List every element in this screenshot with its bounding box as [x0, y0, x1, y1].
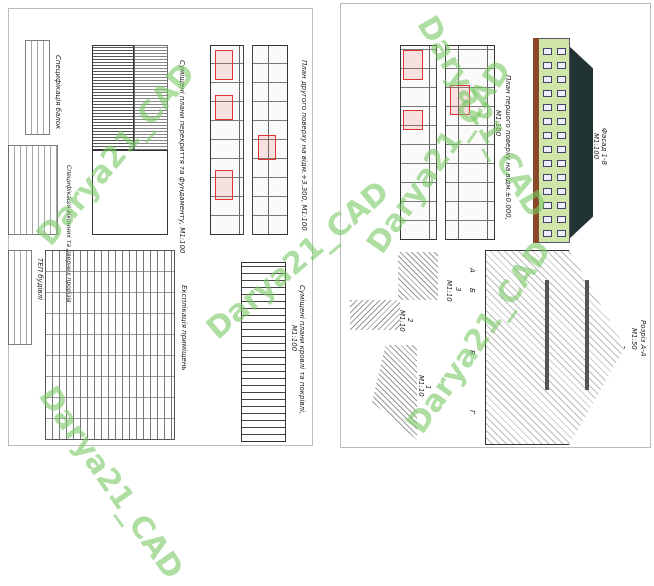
room-highlight: [403, 50, 423, 80]
facade-window: [557, 202, 566, 209]
section-scale: М1:50: [630, 328, 638, 350]
room-highlight: [450, 85, 470, 115]
room-highlight: [403, 110, 423, 130]
detail-1-scale: М1:10: [417, 375, 425, 397]
room-highlight: [258, 135, 276, 160]
second-floor-title: План другого поверху на відм.+3.300, М1:…: [300, 60, 308, 231]
first-floor-plan: [400, 45, 495, 240]
section-wall: [545, 280, 549, 390]
facade-window: [557, 48, 566, 55]
facade-window: [543, 174, 552, 181]
detail-2-number: 2: [406, 318, 414, 323]
tep-title: ТЕП будівлі: [36, 258, 44, 300]
room-highlight: [215, 50, 233, 80]
first-floor-title: План першого поверху на відм.±0.000,: [504, 75, 512, 220]
facade-window: [557, 62, 566, 69]
facade-window: [557, 216, 566, 223]
facade-window: [557, 230, 566, 237]
facade-window: [543, 132, 552, 139]
facade-window: [557, 174, 566, 181]
facade-window: [543, 62, 552, 69]
explication-table: [45, 250, 175, 440]
roof-plan-title: Суміщені плани кровлі та покрівлі,: [298, 285, 306, 415]
facade-window: [543, 146, 552, 153]
corridor: [243, 45, 253, 235]
floor-framing-plan: [92, 45, 134, 150]
floor-framing-plan-2: [134, 45, 168, 150]
facade-scale: М1:100: [592, 133, 600, 160]
detail-2-drawing: [350, 300, 400, 330]
facade-window: [557, 132, 566, 139]
roof-plan-scale: М1:100: [290, 325, 298, 352]
facade-window: [543, 90, 552, 97]
section-wall: [585, 280, 589, 390]
tep-table: [8, 250, 32, 345]
corridor: [436, 45, 446, 240]
detail-3-scale: М1:10: [445, 280, 453, 302]
facade-window: [543, 76, 552, 83]
room-highlight: [215, 95, 233, 120]
explication-title: Експлікація приміщень: [180, 285, 188, 371]
detail-3-number: 3: [454, 287, 462, 292]
detail-2-scale: М1:10: [398, 310, 406, 332]
facade-window: [543, 104, 552, 111]
section-title: Розріз А-А: [639, 320, 647, 357]
facade-window: [557, 188, 566, 195]
window-spec-table: [8, 145, 58, 235]
facade-window: [543, 160, 552, 167]
detail-3-drawing: [398, 252, 438, 300]
detail-1-number: 1: [424, 385, 432, 390]
facade-window: [543, 118, 552, 125]
facade-window: [557, 118, 566, 125]
beam-spec-table: [25, 40, 50, 135]
foundation-plan: [92, 150, 168, 235]
foundation-plan-title: Суміщені плани перекриття та фундаменту,…: [178, 60, 186, 254]
facade-window: [557, 146, 566, 153]
facade-window: [557, 76, 566, 83]
facade-base: [533, 38, 539, 243]
room-highlight: [215, 170, 233, 200]
facade-title: Фасад 1-8: [600, 128, 608, 165]
facade-window: [557, 104, 566, 111]
beam-spec-title: Специфікація балок: [54, 55, 62, 130]
first-floor-scale: М1:100: [494, 110, 502, 137]
facade-window: [543, 230, 552, 237]
axis-label-v: В: [468, 350, 476, 355]
axis-label-b: Б: [468, 288, 476, 293]
facade-window: [557, 160, 566, 167]
facade-window: [543, 188, 552, 195]
facade-window: [557, 90, 566, 97]
roof-hip-lines: [198, 262, 242, 442]
axis-label-g: Г: [468, 410, 476, 414]
facade-window: [543, 216, 552, 223]
facade-window: [543, 48, 552, 55]
axis-label-a: А: [468, 268, 476, 273]
facade-roof: [568, 45, 593, 240]
facade-window: [543, 202, 552, 209]
